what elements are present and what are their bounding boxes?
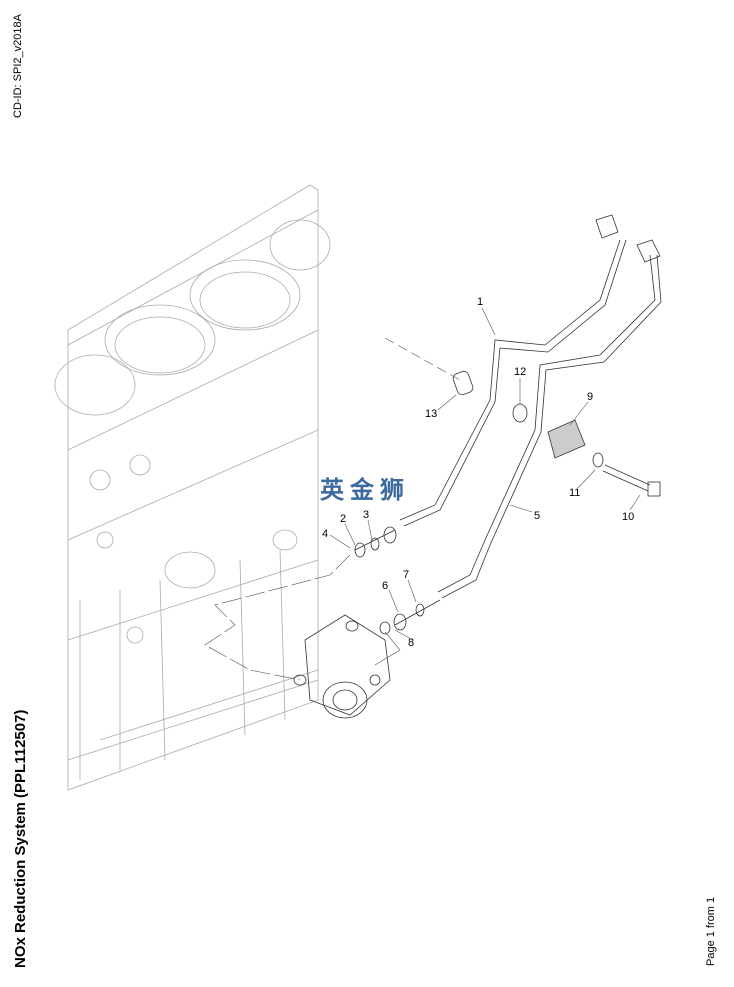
- engine-block: [54, 184, 331, 791]
- callout-labels: 1 2 3 4 5 6 7 8 9 10 11 12 13: [322, 296, 634, 649]
- valve-block: [293, 614, 391, 719]
- callout-7: 7: [403, 569, 409, 581]
- callout-1: 1: [477, 296, 483, 308]
- callout-11: 11: [569, 487, 580, 499]
- callout-3: 3: [363, 509, 369, 521]
- callout-2: 2: [340, 513, 346, 525]
- callout-8: 8: [408, 637, 414, 649]
- pipe-1: [399, 214, 627, 527]
- fittings: [354, 370, 661, 635]
- callout-13: 13: [425, 408, 437, 420]
- callout-5: 5: [534, 510, 540, 522]
- callout-9: 9: [587, 391, 593, 403]
- callout-10: 10: [622, 511, 634, 523]
- watermark: 英金狮: [320, 476, 410, 504]
- callout-12: 12: [514, 366, 526, 378]
- callout-4: 4: [322, 528, 328, 540]
- callout-6: 6: [382, 580, 388, 592]
- leader-lines: [204, 307, 641, 681]
- pipe-5: [437, 239, 662, 599]
